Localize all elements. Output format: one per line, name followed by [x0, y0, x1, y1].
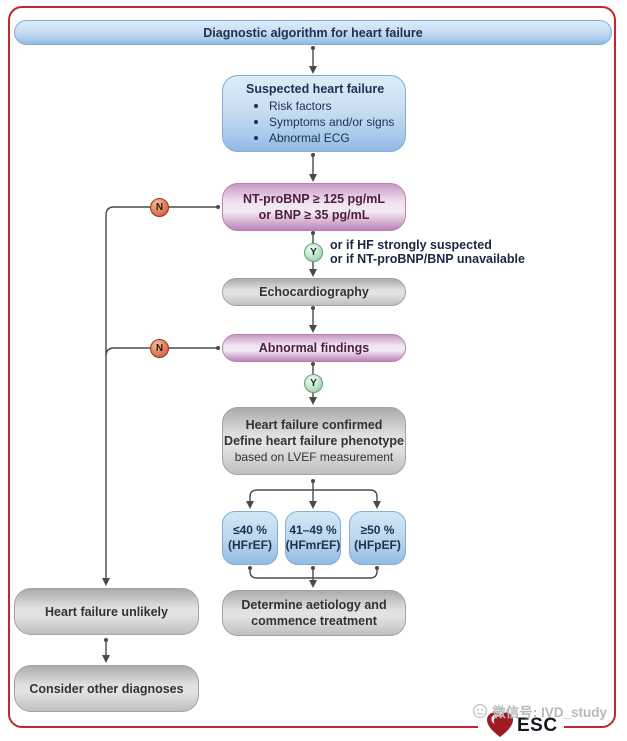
lvef-box-hfmref: 41–49 % (HFmrEF): [285, 511, 341, 565]
lvef-range: 41–49 %: [289, 523, 337, 537]
lvef-label: (HFrEF): [228, 538, 272, 552]
bullet-symptoms-signs: Symptoms and/or signs: [246, 114, 394, 130]
lvef-range: ≥50 %: [360, 523, 395, 537]
suspected-heading: Suspected heart failure: [246, 82, 385, 96]
bullet-text: Abnormal ECG: [269, 131, 350, 145]
bullet-text: Risk factors: [269, 99, 332, 113]
note-line-1: or if HF strongly suspected: [330, 238, 492, 252]
bullet-risk-factors: Risk factors: [246, 98, 332, 114]
determine-line-2: commence treatment: [251, 614, 377, 628]
lvef-label: (HFpEF): [354, 538, 401, 552]
bullet-icon: [254, 120, 258, 124]
esc-logo-text: ESC: [517, 715, 558, 736]
determine-aetiology-box: Determine aetiology and commence treatme…: [222, 590, 406, 636]
lvef-box-hfref: ≤40 % (HFrEF): [222, 511, 278, 565]
yes-path-note: or if HF strongly suspected or if NT-pro…: [330, 238, 525, 266]
determine-line-1: Determine aetiology and: [241, 598, 387, 612]
echocardiography-box: Echocardiography: [222, 278, 406, 306]
suspected-heart-failure-box: Suspected heart failure Risk factors Sym…: [222, 75, 406, 152]
no-badge-findings: N: [150, 339, 169, 358]
watermark-text: 微信号: IVD_study: [492, 705, 607, 720]
figure-red-border: [8, 6, 616, 728]
confirmed-line-2: Define heart failure phenotype: [224, 434, 404, 448]
bnp-threshold: or BNP ≥ 35 pg/mL: [258, 208, 370, 222]
bullet-icon: [254, 136, 258, 140]
esc-heart-icon: [487, 712, 513, 737]
wechat-icon: [473, 703, 488, 719]
ntprobnp-threshold: NT-proBNP ≥ 125 pg/mL: [242, 192, 386, 206]
title-text: Diagnostic algorithm for heart failure: [203, 25, 423, 40]
yes-badge-findings: Y: [304, 374, 323, 393]
bullet-text: Symptoms and/or signs: [269, 115, 395, 129]
no-badge-natriuretic: N: [150, 198, 169, 217]
hf-confirmed-box: Heart failure confirmed Define heart fai…: [222, 407, 406, 475]
watermark: 微信号: IVD_study: [472, 701, 607, 721]
hf-unlikely-box: Heart failure unlikely: [14, 588, 199, 635]
confirmed-line-3: based on LVEF measurement: [234, 450, 394, 464]
confirmed-line-1: Heart failure confirmed: [245, 418, 383, 432]
consider-other-diagnoses-box: Consider other diagnoses: [14, 665, 199, 712]
bullet-icon: [254, 104, 258, 108]
natriuretic-peptide-box: NT-proBNP ≥ 125 pg/mL or BNP ≥ 35 pg/mL: [222, 183, 406, 231]
lvef-range: ≤40 %: [233, 523, 267, 537]
yes-badge-natriuretic: Y: [304, 243, 323, 262]
abnormal-findings-box: Abnormal findings: [222, 334, 406, 362]
note-line-2: or if NT-proBNP/BNP unavailable: [330, 252, 525, 266]
lvef-box-hfpef: ≥50 % (HFpEF): [349, 511, 406, 565]
bullet-abnormal-ecg: Abnormal ECG: [246, 130, 350, 146]
title-banner: Diagnostic algorithm for heart failure: [14, 20, 612, 45]
lvef-label: (HFmrEF): [285, 538, 341, 552]
